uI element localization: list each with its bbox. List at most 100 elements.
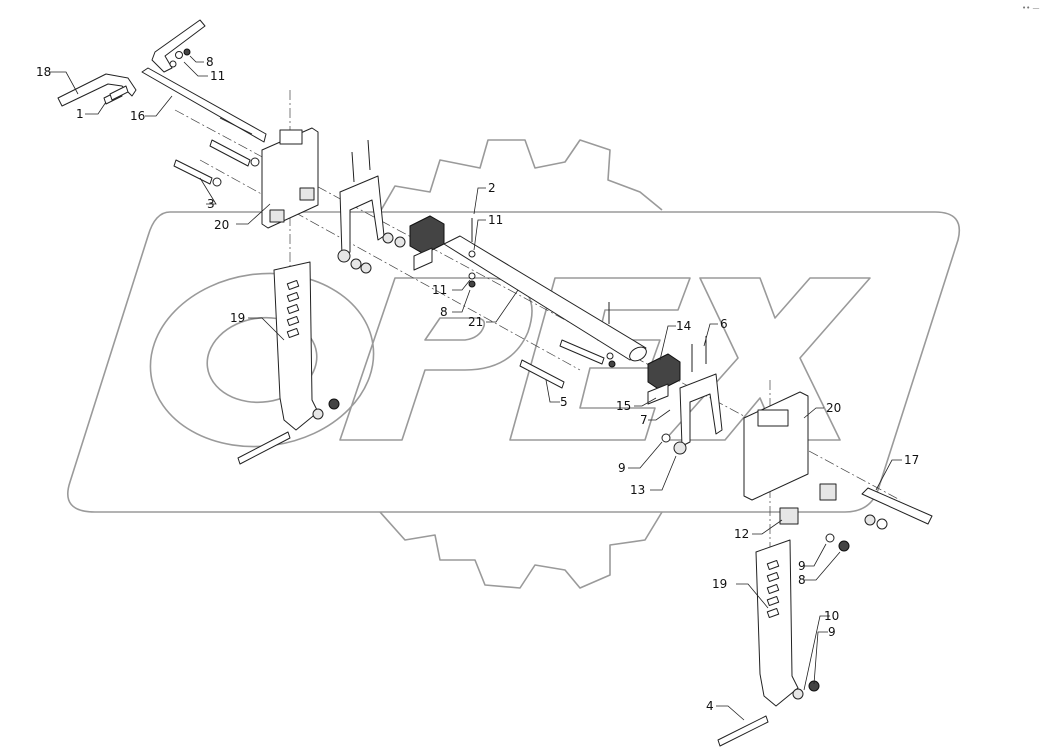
part-3-bolt [173, 159, 213, 185]
callout-4: 4 [706, 699, 714, 713]
spacer-bracket-a [337, 249, 351, 263]
part-4-bolt [717, 715, 769, 747]
callout-9-mid: 9 [618, 461, 626, 475]
callout-8-upper: 8 [206, 55, 214, 69]
callout-7: 7 [640, 413, 648, 427]
callout-2: 2 [488, 181, 496, 195]
callout-20-left: 20 [214, 218, 229, 232]
callout-1: 1 [76, 107, 84, 121]
callout-9-right: 9 [798, 559, 806, 573]
callout-19-left: 19 [230, 311, 245, 325]
spacer-left-b [269, 209, 285, 223]
part-11-washer-low [468, 272, 476, 280]
nut-19-left [328, 398, 340, 410]
washer-upper-20 [250, 157, 260, 167]
center-line-bolts [199, 159, 581, 371]
bolt-19-left [237, 431, 291, 465]
callout-10: 10 [824, 609, 839, 623]
part-17-slotted-bar [861, 487, 933, 525]
callout-labels: 18 1 16 8 11 3 20 2 11 11 8 21 19 14 6 5… [36, 55, 919, 713]
spacer-bracket-b [350, 258, 362, 270]
part-20-left-tab [279, 129, 303, 145]
nut-8-upper [183, 48, 191, 56]
part-20-right-tab [757, 409, 789, 427]
part-8-nut-mid [468, 280, 476, 288]
washer-17-b [876, 518, 888, 530]
callout-3: 3 [207, 197, 215, 211]
callout-11-low: 11 [432, 283, 447, 297]
part-9-washer-b [825, 533, 835, 543]
part-5-bolt [519, 359, 565, 389]
washer-upper-b [169, 60, 177, 68]
watermark-letter-o [149, 272, 375, 448]
corner-mark: •• — [1022, 4, 1039, 12]
part-8-nut-right [838, 540, 850, 552]
washer-11-upper [175, 51, 183, 59]
watermark-letter-o-inner [206, 316, 318, 404]
part-19-left-holes [286, 279, 300, 339]
bolt-vertical-b [367, 139, 371, 171]
part-16-slot [219, 117, 253, 135]
spacer-19-left [312, 408, 324, 420]
callout-18: 18 [36, 65, 51, 79]
spacer-left-a [299, 187, 315, 201]
spacer-bracket-d [382, 232, 394, 244]
bolt-upper-20 [209, 139, 251, 167]
callout-14: 14 [676, 319, 691, 333]
part-20-right-plate [743, 391, 809, 501]
spacer-bracket-e [394, 236, 406, 248]
part-13-spacer [673, 441, 687, 455]
callout-6: 6 [720, 317, 728, 331]
callout-8-right: 8 [798, 573, 806, 587]
callout-11-mid: 11 [488, 213, 503, 227]
spacer-right-b [819, 483, 837, 501]
spacer-bracket-c [360, 262, 372, 274]
part-19-left-plate [273, 261, 319, 431]
part-21-shaft [443, 235, 647, 361]
nut-17-a [864, 514, 876, 526]
watermark-gear-top [379, 139, 663, 213]
watermark-gear-bottom [379, 511, 663, 589]
part-19-right-holes [766, 559, 780, 619]
callout-16: 16 [130, 109, 145, 123]
part-1-bolt-b [109, 85, 129, 101]
part-3-washer [212, 177, 222, 187]
part-21-shaft-end [629, 346, 647, 362]
callout-9-low: 9 [828, 625, 836, 639]
callout-5: 5 [560, 395, 568, 409]
callout-15: 15 [616, 399, 631, 413]
callout-20-right: 20 [826, 401, 841, 415]
part-19-right-plate [755, 539, 799, 707]
callout-13: 13 [630, 483, 645, 497]
part-upper-link [151, 19, 206, 73]
part-11-washer-mid [468, 250, 476, 258]
part-u-bracket-left [339, 175, 385, 257]
watermark-logo [67, 139, 960, 589]
leader-lines [50, 55, 902, 721]
bolt-vertical-a [351, 151, 355, 183]
part-18-arm [57, 73, 137, 107]
watermark-letter-p [339, 277, 533, 441]
bolt-lower-shaft [559, 339, 605, 365]
washer-shaft-end [606, 352, 614, 360]
part-10-spacer [792, 688, 804, 700]
part-9-washer-a [661, 433, 671, 443]
clamp-block-right [647, 353, 681, 391]
nut-shaft-end [608, 360, 616, 368]
callout-21: 21 [468, 315, 483, 329]
clamp-plate-left [413, 247, 433, 271]
callout-8-mid: 8 [440, 305, 448, 319]
part-20-left-plate [261, 127, 319, 229]
part-16-slotted-bar [141, 67, 267, 143]
clamp-plate-right [647, 383, 669, 405]
watermark-frame [67, 211, 960, 513]
callout-12: 12 [734, 527, 749, 541]
clamp-block-left [409, 215, 445, 255]
callout-17: 17 [904, 453, 919, 467]
callout-11-upper: 11 [210, 69, 225, 83]
callout-19-right: 19 [712, 577, 727, 591]
part-12-spacer [779, 507, 799, 525]
parts-layer [57, 19, 933, 747]
